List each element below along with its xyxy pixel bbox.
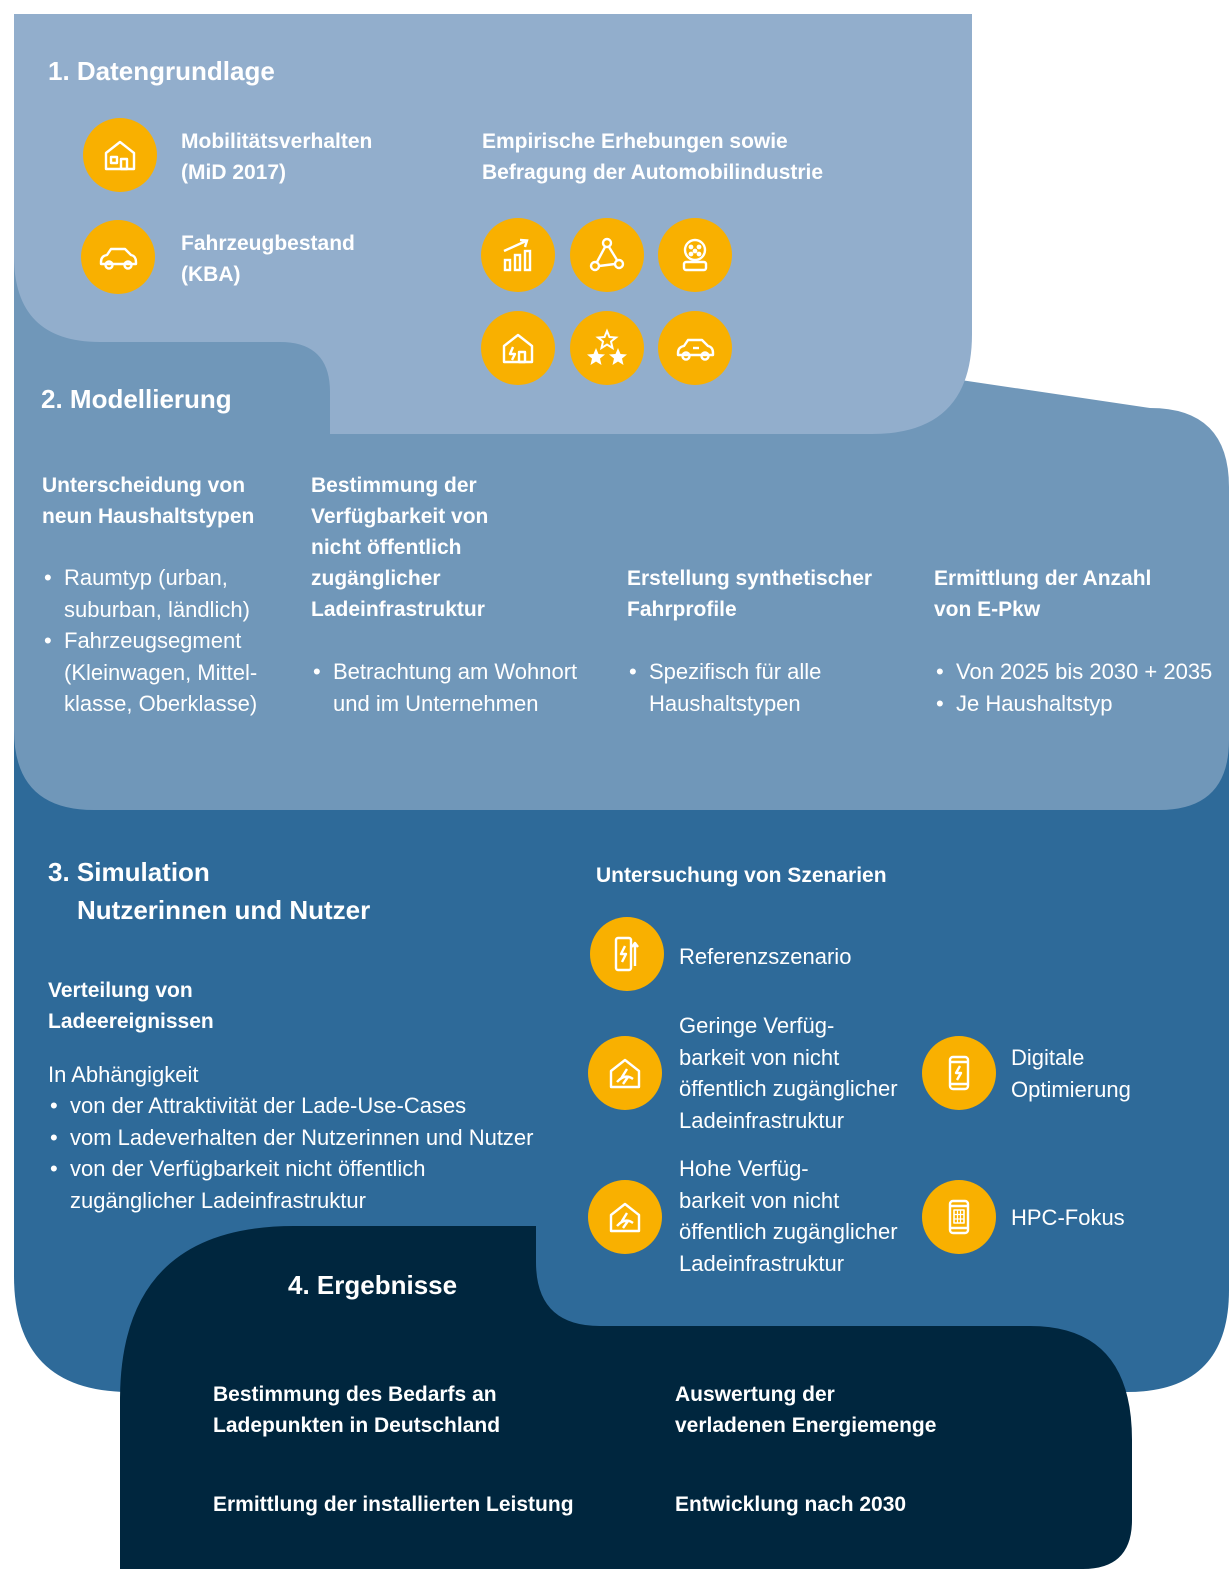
ev-count-list: Von 2025 bis 2030 + 2035 Je Haushaltstyp [934, 656, 1212, 719]
dependency-list: von der Attraktivität der Lade-Use-Cases… [48, 1090, 534, 1216]
list-item: Raumtyp (urban,suburban, ländlich) [42, 562, 257, 625]
kba-label: Fahrzeugbestand(KBA) [181, 232, 355, 286]
mid-label: Mobilitätsverhalten(MiD 2017) [181, 130, 373, 184]
smartphone-grid-icon [922, 1180, 996, 1254]
house-charging-icon [588, 1180, 662, 1254]
charging-station-icon [590, 917, 664, 991]
house-charging-icon [588, 1036, 662, 1110]
house-charging-icon [481, 311, 555, 385]
reference-scenario-label: Referenzszenario [679, 944, 852, 969]
house-icon [83, 118, 157, 192]
dependency-intro: In Abhängigkeit [48, 1062, 199, 1087]
list-item: vom Ladeverhalten der Nutzerinnen und Nu… [48, 1122, 534, 1154]
charging-plug-icon [658, 218, 732, 292]
high-availability-label: Hohe Verfüg-barkeit von nicht öffentlich… [679, 1156, 898, 1276]
result-installed-power: Ermittlung der installierten Leistung [213, 1493, 574, 1516]
list-item: Je Haushaltstyp [934, 688, 1212, 720]
list-item: Fahrzeugsegment(Kleinwagen, Mittel-klass… [42, 625, 257, 720]
list-item: Von 2025 bis 2030 + 2035 [934, 656, 1212, 688]
car-icon [81, 220, 155, 294]
hpc-focus-label: HPC-Fokus [1011, 1205, 1125, 1230]
network-icon [570, 218, 644, 292]
list-item: von der Attraktivität der Lade-Use-Cases [48, 1090, 534, 1122]
list-item: von der Verfügbarkeit nicht öffentlichzu… [48, 1153, 534, 1216]
electric-car-icon [658, 311, 732, 385]
scenarios-heading: Untersuchung von Szenarien [596, 864, 887, 887]
low-availability-label: Geringe Verfüg-barkeit von nicht öffentl… [679, 1013, 898, 1133]
section3-title: 3. Simulation Nutzerinnen und Nutzer [48, 857, 371, 925]
smartphone-charging-icon [922, 1036, 996, 1110]
section2-title: 2. Modellierung [41, 384, 232, 414]
household-types-list: Raumtyp (urban,suburban, ländlich) Fahrz… [42, 562, 257, 720]
section1-title: 1. Datengrundlage [48, 56, 275, 86]
growth-chart-icon [481, 218, 555, 292]
stars-icon [570, 311, 644, 385]
section4-title: 4. Ergebnisse [288, 1270, 458, 1300]
section4-background [120, 1226, 1132, 1569]
result-development-2030: Entwicklung nach 2030 [675, 1493, 907, 1516]
section1-background [14, 14, 972, 434]
